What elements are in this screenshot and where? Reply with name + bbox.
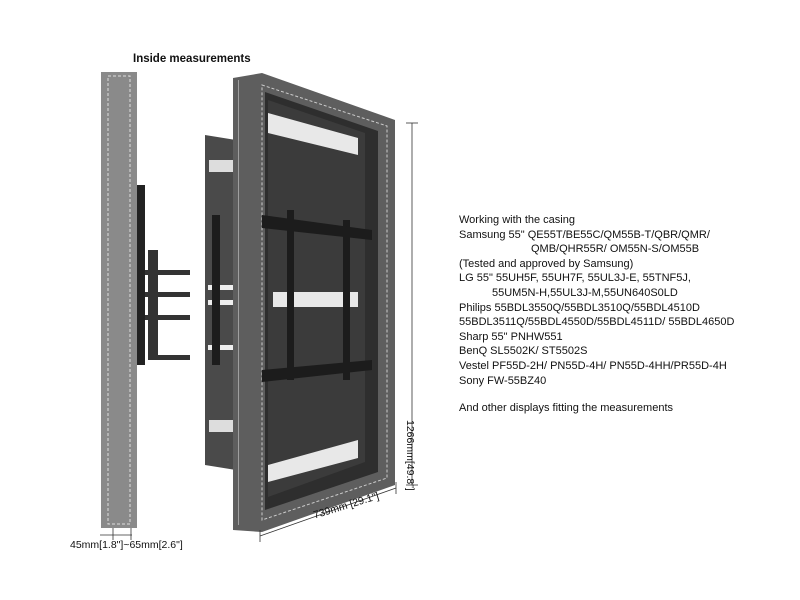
compat-line: Sony FW-55BZ40 (459, 374, 547, 387)
back-panel (205, 135, 236, 470)
compat-line: QMB/QHR55R/ OM55N-S/OM55B (531, 243, 700, 256)
compat-line: Samsung 55" QE55T/BE55C/QM55B-T/QBR/QMR/ (459, 228, 710, 241)
vesa-mount (262, 210, 372, 382)
compat-line: (Tested and approved by Samsung) (459, 257, 634, 270)
compat-line: 55BDL3511Q/55BDL4550D/55BDL4511D/ 55BDL4… (459, 316, 735, 329)
compat-line: LG 55" 55UH5F, 55UH7F, 55UL3J-E, 55TNF5J… (459, 272, 691, 285)
compat-line: 55UM5N-H,55UL3J-M,55UN640S0LD (492, 286, 678, 299)
inside-measurements-label: Inside measurements (133, 53, 251, 65)
compat-line: BenQ SL5502K/ ST5502S (459, 345, 588, 358)
compat-heading: Working with the casing (459, 214, 575, 226)
compat-line: Vestel PF55D-2H/ PN55D-4H/ PN55D-4HH/PR5… (459, 359, 727, 372)
side-profile (101, 72, 190, 528)
depth-range-label: 45mm[1.8"]~65mm[2.6"] (70, 539, 183, 551)
dimension-lines (100, 122, 418, 542)
compat-footer: And other displays fitting the measureme… (459, 402, 674, 414)
height-dimension-label: 1266mm[49.8"] (404, 420, 416, 491)
compat-line: Sharp 55" PNHW551 (459, 330, 563, 343)
casing-frame (233, 73, 395, 532)
compat-line: Philips 55BDL3550Q/55BDL3510Q/55BDL4510D (459, 301, 700, 314)
compatibility-list: Working with the casing Samsung 55" QE55… (459, 213, 734, 388)
